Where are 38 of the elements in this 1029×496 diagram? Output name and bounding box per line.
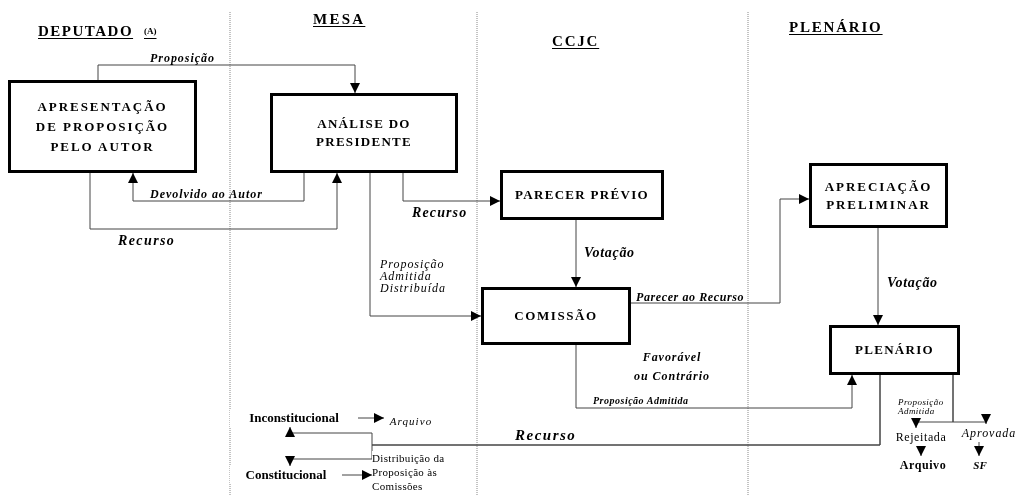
arrow [952, 374, 991, 425]
arrow [630, 194, 810, 304]
arrow [369, 172, 482, 321]
column-heading: PLENÁRIO [789, 18, 883, 37]
column-heading: (A) [144, 25, 157, 38]
arrow [357, 413, 385, 423]
process-box: PARECER PRÉVIO [500, 170, 664, 220]
arrow [128, 172, 305, 202]
edge-label: Parecer ao Recurso [636, 291, 745, 303]
edge-label: Recurso [118, 234, 176, 248]
edge-label: Proposição [150, 52, 215, 64]
edge-label: Recurso [412, 206, 468, 220]
column-heading: Favorável ou Contrário [634, 349, 710, 385]
arrow [575, 344, 857, 409]
arrow [873, 227, 883, 326]
arrow [916, 445, 926, 457]
arrow [402, 172, 501, 206]
column-heading: MESA [313, 10, 366, 29]
arrow [97, 64, 360, 94]
arrow [285, 374, 881, 467]
edge-label: Votação [584, 246, 635, 260]
column-heading: DEPUTADO [38, 22, 134, 41]
edge-label: Proposição Admitida Distribuída [380, 258, 447, 294]
edge-label: Proposição Admitida [593, 396, 689, 406]
arrow [341, 470, 373, 480]
edge-label: Votação [887, 276, 938, 290]
edge-label: Proposição Admitida [898, 398, 945, 416]
process-box: ANÁLISE DO PRESIDENTE [270, 93, 458, 173]
arrow [974, 441, 984, 457]
process-box: COMISSÃO [481, 287, 631, 345]
edge-label: Devolvido ao Autor [150, 188, 263, 200]
process-box: APRESENTAÇÃO DE PROPOSIÇÃO PELO AUTOR [8, 80, 197, 173]
process-box: APRECIAÇÃO PRELIMINAR [809, 163, 948, 228]
process-box: PLENÁRIO [829, 325, 960, 375]
arrow [89, 172, 342, 230]
column-heading: CCJC [552, 32, 600, 51]
arrow [571, 219, 581, 288]
edge-label: Recurso [515, 428, 577, 443]
